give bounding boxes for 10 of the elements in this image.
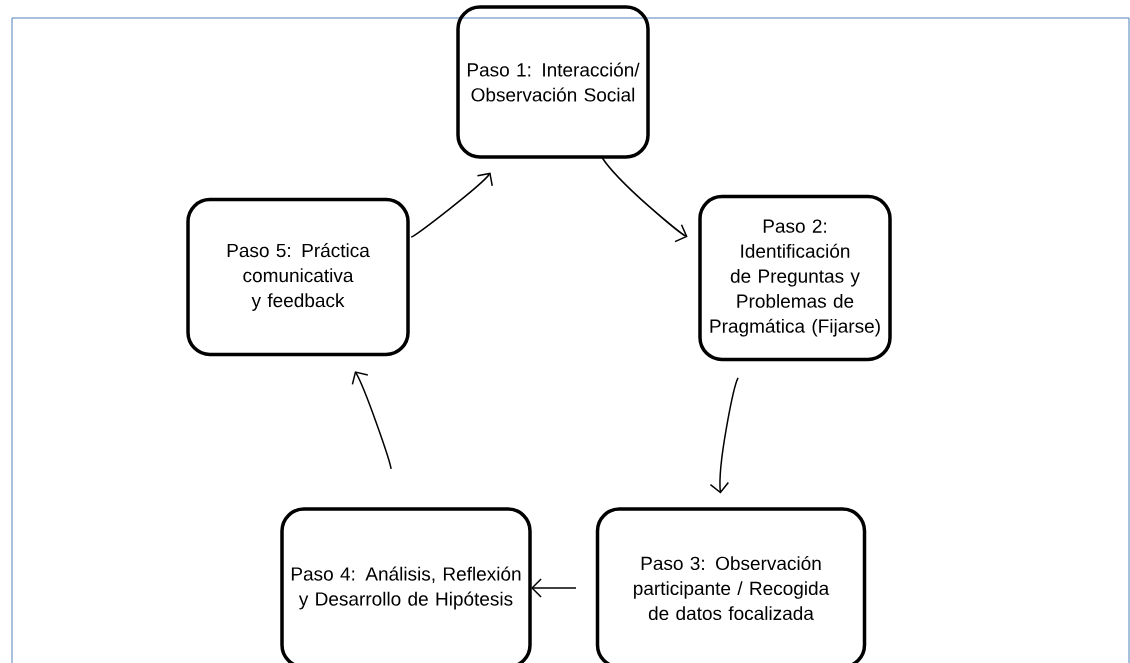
arrow bbox=[410, 172, 493, 238]
arrow bbox=[601, 156, 688, 243]
step-box: Paso 4: Análisis, Reflexión y Desarrollo de Hipótesis bbox=[280, 507, 532, 663]
arrow bbox=[351, 371, 392, 470]
arrow bbox=[709, 377, 739, 494]
step-box: Paso 5: Práctica comunicativa y feedback bbox=[186, 197, 410, 357]
step-box: Paso 1: Interacción/ Observación Social bbox=[456, 5, 650, 159]
step-box: Paso 3: Observación participante / Recogida de datos focalizada bbox=[595, 507, 867, 663]
arrow bbox=[531, 578, 577, 598]
step-box: Paso 2: Identificación de Preguntas y Problemas de Pragmática (Fijarse) bbox=[698, 194, 892, 362]
